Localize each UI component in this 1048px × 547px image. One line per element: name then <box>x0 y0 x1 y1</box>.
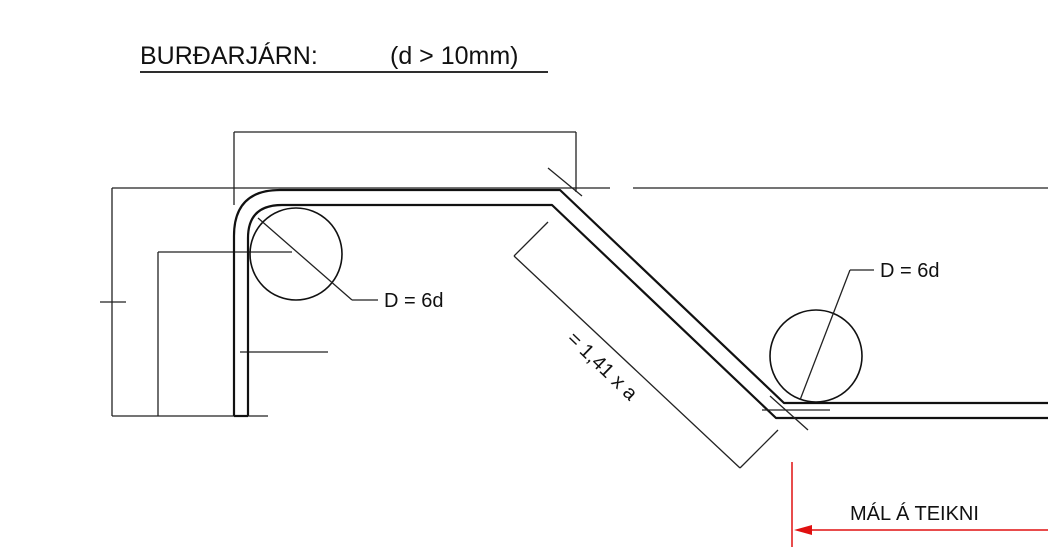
red-dimension-arrow <box>794 525 812 535</box>
mandrel-circle-left <box>249 207 343 301</box>
diagonal-dimension-ext-bottom <box>739 429 779 469</box>
mandrel-left-label: D = 6d <box>384 290 443 312</box>
rebar-outer-edge <box>232 188 1048 416</box>
mandrel-right-label: D = 6d <box>880 260 939 282</box>
title-main: BURÐARJÁRN: <box>140 41 318 70</box>
drawing-dimension-label: MÁL Á TEIKNI <box>850 502 979 525</box>
diagonal-dimension-line <box>513 255 741 469</box>
mandrel-left-diameter-line <box>257 217 353 301</box>
mandrel-right-diameter-line <box>799 269 851 401</box>
bend-tick-top <box>547 167 583 197</box>
rebar-inner-edge <box>246 203 1048 420</box>
bend-tick-bottom <box>769 395 809 431</box>
diagonal-dimension-ext-top <box>513 221 549 257</box>
title-condition: (d > 10mm) <box>390 42 519 70</box>
mandrel-circle-right <box>769 309 863 403</box>
